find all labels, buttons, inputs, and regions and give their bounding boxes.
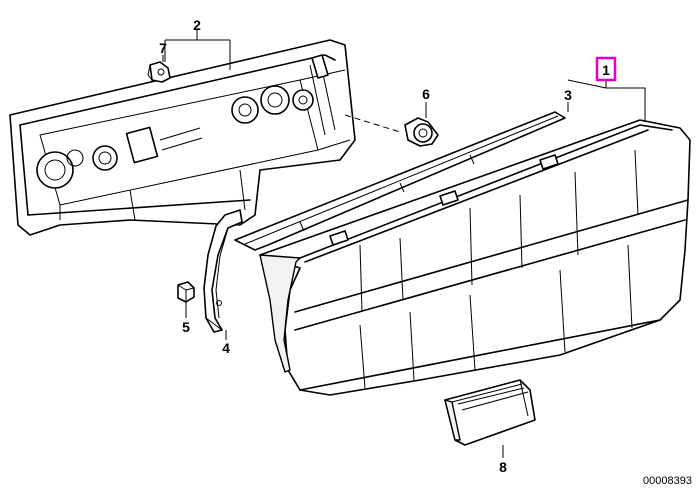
callout-1[interactable]: 1 — [602, 62, 610, 78]
screw-part-7[interactable] — [147, 61, 171, 83]
socket-2 — [92, 145, 118, 171]
callout-5[interactable]: 5 — [182, 319, 190, 335]
callout-3[interactable]: 3 — [564, 87, 572, 103]
bulb-part-6[interactable] — [404, 117, 439, 147]
diagram-number: 00008393 — [643, 475, 692, 487]
bulb-carrier-part-2[interactable] — [9, 39, 356, 236]
socket-1 — [36, 149, 84, 189]
callout-2[interactable]: 2 — [193, 17, 201, 33]
socket-5 — [260, 85, 290, 115]
tail-light-lens-part-1[interactable] — [259, 119, 691, 396]
callout-8[interactable]: 8 — [499, 459, 507, 475]
clip-part-5[interactable] — [177, 281, 195, 303]
socket-3 — [125, 126, 203, 164]
bracket-part-4[interactable] — [203, 209, 243, 333]
socket-4 — [231, 96, 259, 124]
callout-7[interactable]: 7 — [159, 40, 167, 56]
gasket-part-3[interactable] — [234, 111, 566, 251]
highlight-box-part-1 — [595, 56, 617, 82]
reflector-part-8[interactable] — [444, 379, 536, 446]
callout-4[interactable]: 4 — [222, 340, 230, 356]
callout-6[interactable]: 6 — [422, 86, 430, 102]
socket-6 — [292, 89, 314, 111]
leader-lines — [162, 30, 646, 458]
